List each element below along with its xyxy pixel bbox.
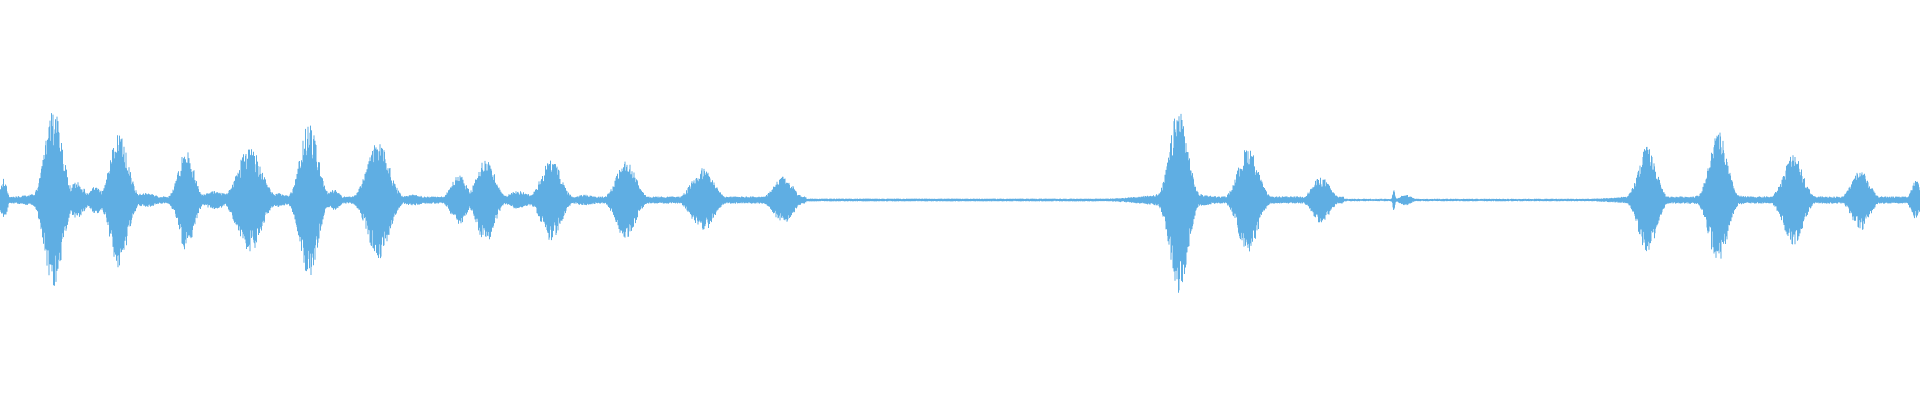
waveform-trace[interactable] xyxy=(0,113,1920,293)
